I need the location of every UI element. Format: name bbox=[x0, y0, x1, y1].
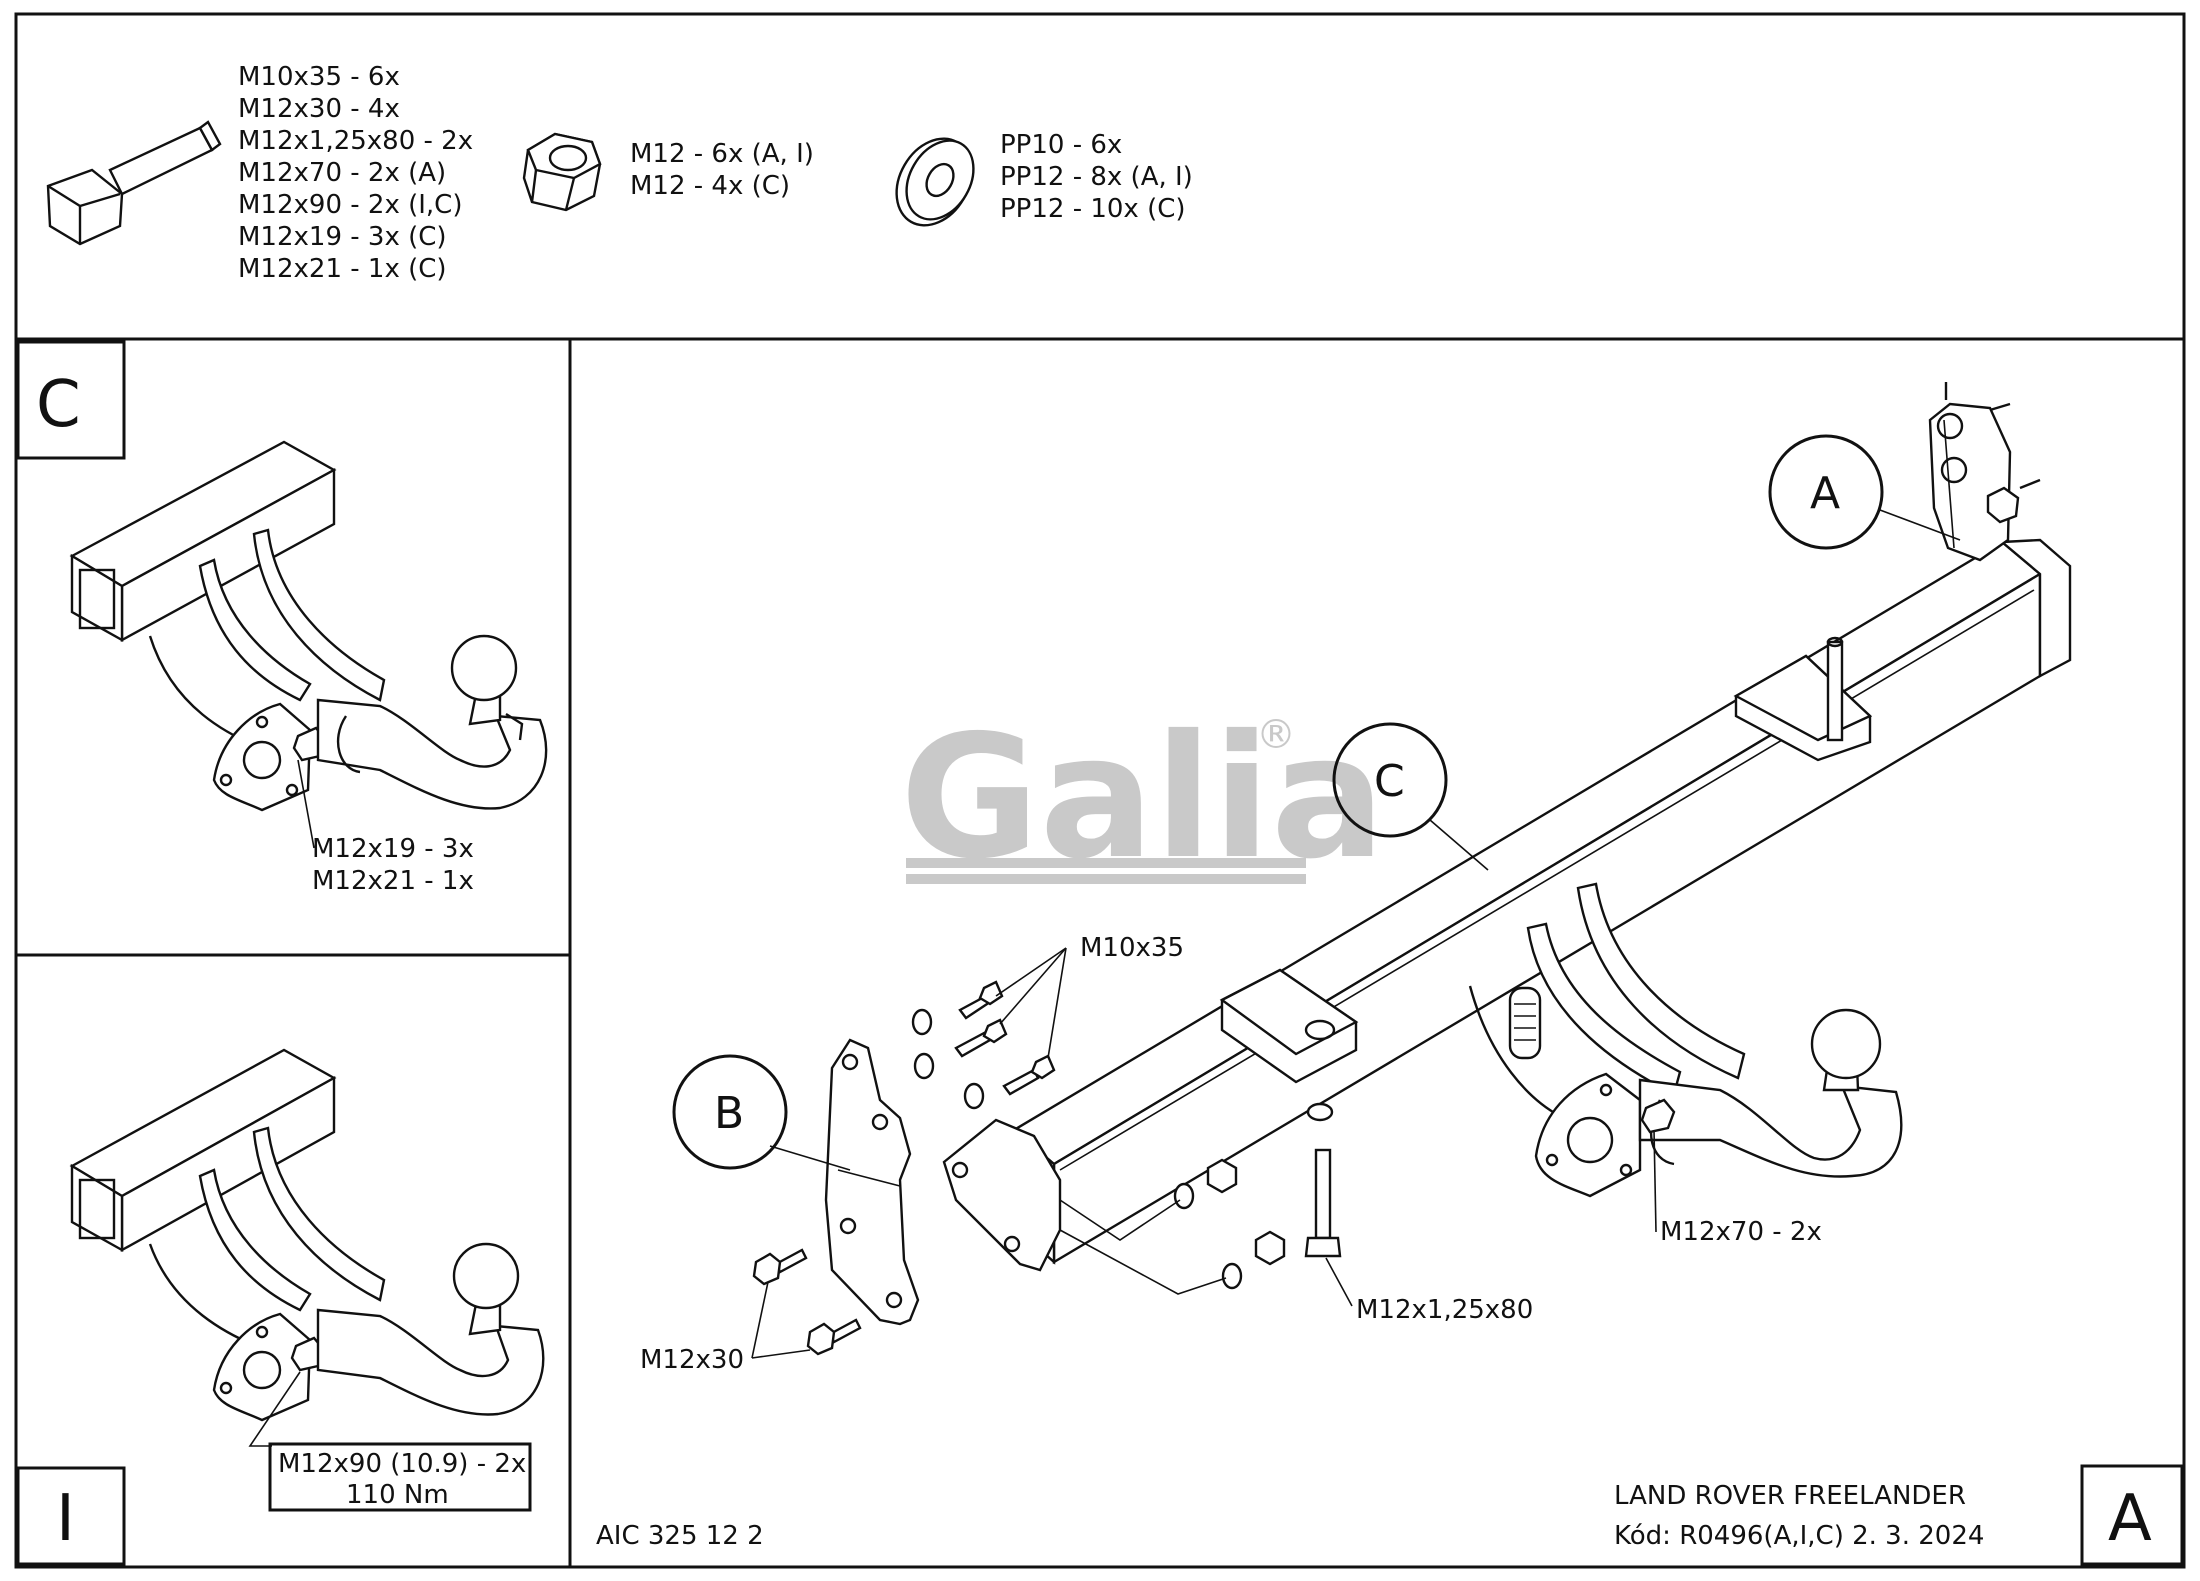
bolt-line: M12x30 - 4x bbox=[238, 94, 400, 124]
callout-c-leader bbox=[1429, 819, 1489, 871]
panel-c-letter-box bbox=[16, 340, 126, 460]
outer-frame bbox=[14, 12, 2186, 1569]
label-m10x35: M10x35 bbox=[1080, 933, 1184, 963]
main-letter: A bbox=[2108, 1482, 2152, 1556]
panel-i-leader bbox=[248, 1371, 301, 1447]
leader-m10x35 bbox=[995, 947, 1067, 997]
leader-m12x125x80 bbox=[1325, 1257, 1353, 1307]
panel-i-letter-box bbox=[16, 1466, 126, 1566]
callout-c: C bbox=[1374, 756, 1405, 807]
nut-line: M12 - 6x (A, I) bbox=[630, 139, 814, 169]
washer-line: PP12 - 8x (A, I) bbox=[1000, 162, 1193, 192]
panel-c-letter: C bbox=[36, 368, 81, 442]
panel-i-label: 110 Nm bbox=[346, 1480, 449, 1510]
nut-line: M12 - 4x (C) bbox=[630, 171, 790, 201]
bolts-text: M10x35 - 6x M12x30 - 4x M12x1,25x80 - 2x… bbox=[238, 62, 473, 284]
washer-line: PP12 - 10x (C) bbox=[1000, 194, 1186, 224]
leader-m10x35 bbox=[999, 947, 1067, 1025]
leader-m10x35 bbox=[1047, 947, 1067, 1059]
nuts-text: M12 - 6x (A, I) M12 - 4x (C) bbox=[630, 139, 814, 201]
label-m12x30: M12x30 bbox=[640, 1345, 744, 1375]
registered-mark: ® bbox=[1256, 712, 1296, 758]
leader-m12x30 bbox=[751, 1281, 769, 1359]
bolt-line: M12x1,25x80 - 2x bbox=[238, 126, 473, 156]
callout-b: B bbox=[714, 1088, 744, 1139]
label-m12x70: M12x70 - 2x bbox=[1660, 1217, 1822, 1247]
bolt-line: M10x35 - 6x bbox=[238, 62, 400, 92]
watermark-underline bbox=[906, 858, 1306, 868]
label-m12x125x80: M12x1,25x80 bbox=[1356, 1295, 1533, 1325]
panel-i-label: M12x90 (10.9) - 2x bbox=[278, 1449, 526, 1479]
main-crossbar-drawing bbox=[752, 382, 2072, 1356]
washer-icon bbox=[895, 137, 975, 227]
main-letter-box bbox=[2080, 1464, 2184, 1566]
callout-c-circle bbox=[1332, 722, 1448, 838]
callout-a-leader bbox=[1879, 509, 1961, 541]
callout-a-circle bbox=[1768, 434, 1884, 550]
bolt-line: M12x70 - 2x (A) bbox=[238, 158, 446, 188]
bolt-line: M12x90 - 2x (I,C) bbox=[238, 190, 462, 220]
vehicle-name: LAND ROVER FREELANDER bbox=[1614, 1481, 1966, 1511]
panel-i-letter: I bbox=[56, 1482, 75, 1556]
panel-i-towbar-drawing bbox=[69, 1048, 545, 1422]
callout-b-circle bbox=[672, 1054, 788, 1170]
drawing-code: AIC 325 12 2 bbox=[596, 1521, 764, 1551]
leader-m12x30 bbox=[751, 1349, 811, 1359]
panel-c-leader bbox=[297, 759, 315, 849]
bolt-line: M12x19 - 3x (C) bbox=[238, 222, 447, 252]
panel-c-label: M12x21 - 1x bbox=[312, 866, 474, 896]
product-code: Kód: R0496(A,I,C) 2. 3. 2024 bbox=[1614, 1521, 1984, 1551]
callout-b-leader bbox=[769, 1145, 851, 1171]
panel-i-label-box bbox=[268, 1442, 532, 1512]
nut-icon bbox=[522, 132, 602, 212]
bolt-icon bbox=[46, 120, 222, 246]
washer-line: PP10 - 6x bbox=[1000, 130, 1122, 160]
leader-m12x70 bbox=[1653, 1129, 1657, 1233]
washers-text: PP10 - 6x PP12 - 8x (A, I) PP12 - 10x (C… bbox=[1000, 130, 1193, 224]
callout-a: A bbox=[1810, 468, 1840, 519]
watermark-underline bbox=[906, 874, 1306, 884]
panel-c-label: M12x19 - 3x bbox=[312, 834, 474, 864]
panel-c-towbar-drawing bbox=[69, 440, 548, 812]
bolt-line: M12x21 - 1x (C) bbox=[238, 254, 447, 284]
